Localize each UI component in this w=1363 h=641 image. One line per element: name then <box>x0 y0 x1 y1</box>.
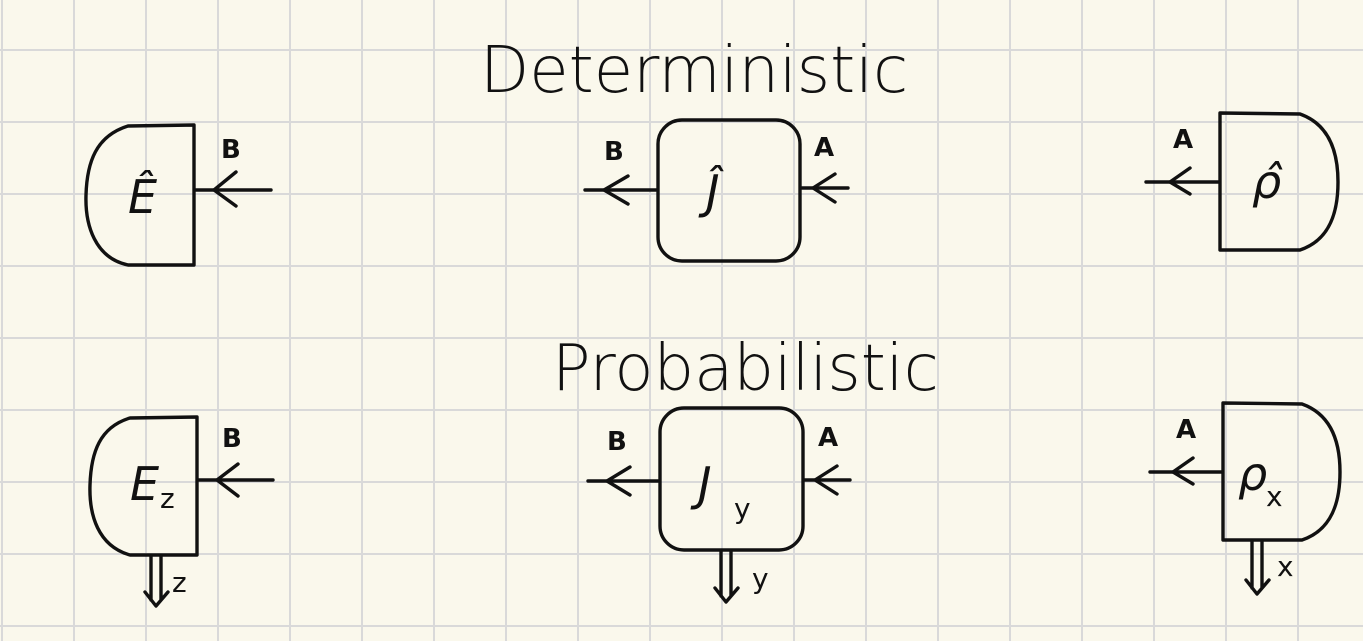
effect-symbol: Ê <box>128 170 157 224</box>
state-box-outline <box>1218 111 1340 252</box>
input-arrow-left-icon <box>813 464 839 496</box>
input-arrow-left-icon <box>811 172 837 204</box>
outcome-label-z: z <box>172 566 187 599</box>
wire-label-a: A <box>814 133 834 163</box>
state-box-outline <box>1221 401 1342 542</box>
wire-label-b: B <box>221 135 241 165</box>
wire-arrow-left-icon <box>215 462 240 498</box>
deterministic-title: Deterministic <box>480 34 908 108</box>
state-subscript: x <box>1266 480 1283 513</box>
probabilistic-title: Probabilistic <box>552 332 939 406</box>
deterministic-effect: B Ê <box>84 123 273 267</box>
effect-subscript: z <box>160 482 175 515</box>
transformation-box-outline <box>656 118 802 263</box>
probabilistic-effect: B E z z <box>88 415 275 608</box>
deterministic-state: A ρ̂ <box>1144 111 1340 252</box>
wire-label-a: A <box>1176 415 1196 445</box>
state-symbol: ρ <box>1238 447 1267 501</box>
wire-arrow-left-icon <box>1168 166 1192 196</box>
probabilistic-state: A ρ x x <box>1148 401 1342 596</box>
wire-label-b: B <box>607 427 627 457</box>
outcome-double-arrow-down-icon <box>143 554 170 608</box>
outcome-double-arrow-down-icon <box>713 549 740 604</box>
wire-arrow-left-icon <box>1171 456 1195 486</box>
effect-box-outline <box>88 415 199 557</box>
outcome-label-x: x <box>1277 550 1294 583</box>
state-symbol: ρ̂ <box>1252 155 1283 209</box>
outcome-double-arrow-down-icon <box>1244 539 1271 596</box>
outcome-label-y: y <box>752 562 769 595</box>
wire-label-b: B <box>604 137 624 167</box>
wire-label-b: B <box>222 424 242 454</box>
output-arrow-left-icon <box>602 174 630 206</box>
wire-label-a: A <box>1173 125 1193 155</box>
wire-arrow-left-icon <box>212 170 238 208</box>
effect-box-outline <box>84 123 196 267</box>
wire-label-a: A <box>818 423 838 453</box>
output-arrow-left-icon <box>605 465 632 497</box>
effect-symbol: E <box>130 457 159 511</box>
transformation-subscript: y <box>734 492 751 525</box>
